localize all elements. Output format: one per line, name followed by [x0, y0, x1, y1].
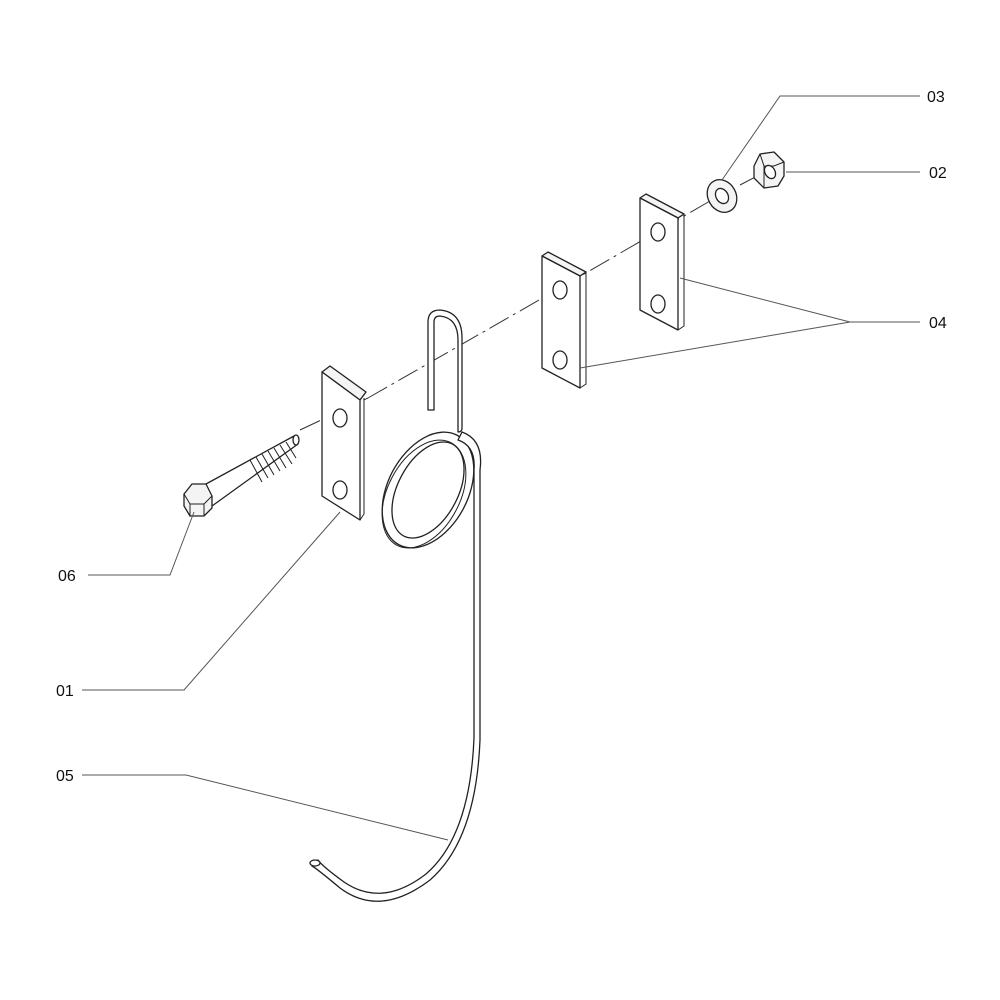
washer-part — [706, 179, 738, 213]
callout-02: 02 — [929, 165, 947, 182]
bolt-part — [183, 434, 300, 517]
callout-03: 03 — [927, 89, 945, 106]
callout-01: 01 — [56, 683, 74, 700]
flat-plate-part-b — [639, 193, 685, 331]
callout-04: 04 — [929, 315, 947, 332]
hex-nut-part — [753, 151, 785, 189]
spring-tine-part — [309, 309, 482, 902]
flat-plate-part-a — [541, 251, 587, 389]
callout-06: 06 — [58, 568, 76, 585]
leader-lines — [82, 95, 920, 841]
bracket-plate-part — [321, 365, 367, 521]
assembly-axis — [299, 171, 766, 431]
callout-05: 05 — [56, 768, 74, 785]
callout-labels: 03 02 04 06 01 05 — [56, 89, 947, 785]
